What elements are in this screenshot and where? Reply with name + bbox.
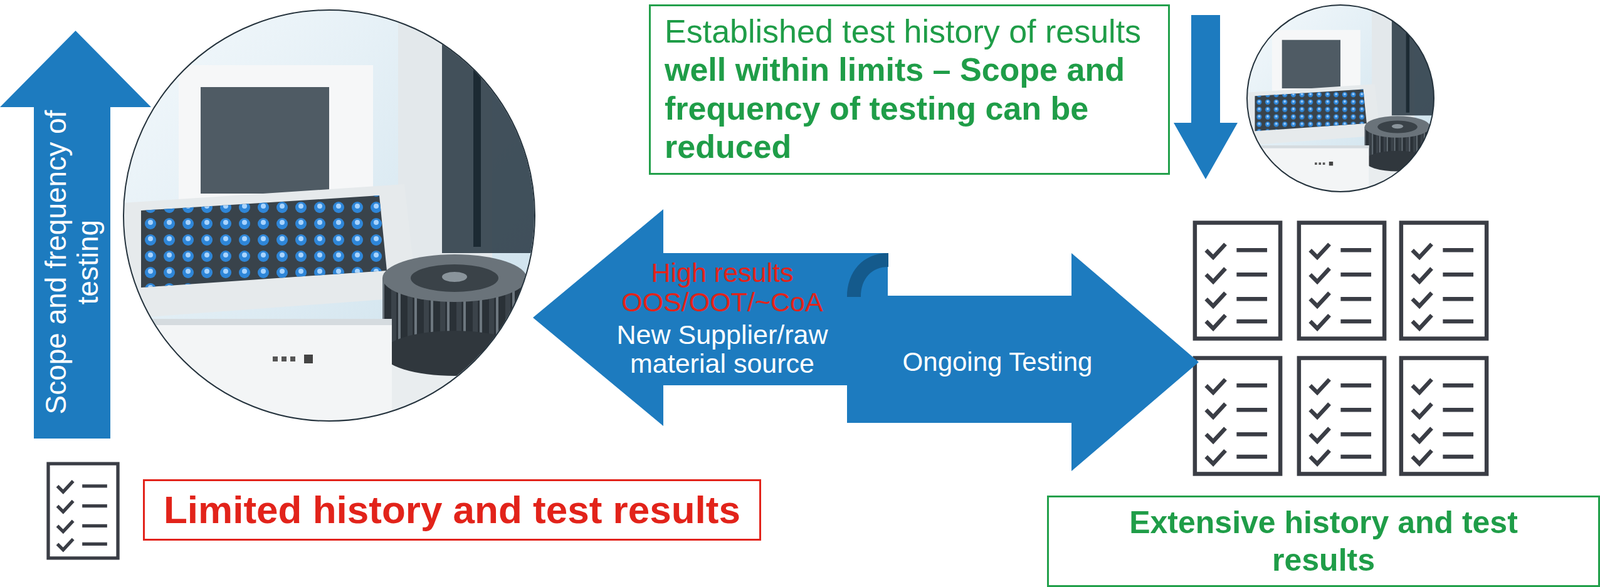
lab-photo-large (122, 8, 543, 429)
node-text: well within limits – Scope and frequency… (664, 50, 1155, 167)
text-box: Limited history and test results (142, 479, 762, 542)
checklist-icon (48, 463, 118, 559)
block-arrow (532, 209, 888, 427)
scope-arrow: Scope and frequency of testing (0, 30, 152, 439)
text-holder: Scope and frequency of testing (40, 99, 104, 426)
reduce-arrow (1173, 15, 1238, 180)
checklist-icon (1194, 358, 1281, 475)
text-box: Established test history of resultswell … (648, 4, 1170, 175)
scroll-curl (847, 253, 889, 298)
text-box: Extensive history and test results (1047, 495, 1600, 587)
photo-frame (123, 10, 535, 422)
text-holder: Ongoing Testing (872, 347, 1123, 378)
node-text: Limited history and test results (163, 487, 741, 533)
node-text: High results OOS/OOT/~CoA (584, 258, 861, 317)
block-arrow (847, 253, 1199, 472)
up-arrow (0, 30, 152, 439)
flow-arrow: Ongoing Testing (847, 253, 1199, 472)
checklist-icon (1299, 358, 1385, 475)
checklist-icon (1401, 223, 1487, 340)
node-text: New Supplier/raw material source (584, 320, 861, 379)
checklist-icon (1194, 223, 1281, 340)
node-text: Established test history of results (664, 12, 1155, 51)
checklist-icon (1299, 223, 1385, 340)
node-text: Extensive history and test results (1086, 504, 1561, 580)
text-holder: High results OOS/OOT/~CoANew Supplier/ra… (584, 258, 861, 379)
photo-frame (1247, 5, 1434, 192)
node-text: Ongoing Testing (872, 347, 1123, 378)
block-arrow-shape (532, 209, 888, 427)
checklist-icon (1401, 358, 1487, 475)
lab-photo-small (1246, 4, 1438, 196)
node-text: Scope and frequency of testing (40, 99, 104, 426)
flow-arrow: High results OOS/OOT/~CoANew Supplier/ra… (532, 209, 888, 427)
